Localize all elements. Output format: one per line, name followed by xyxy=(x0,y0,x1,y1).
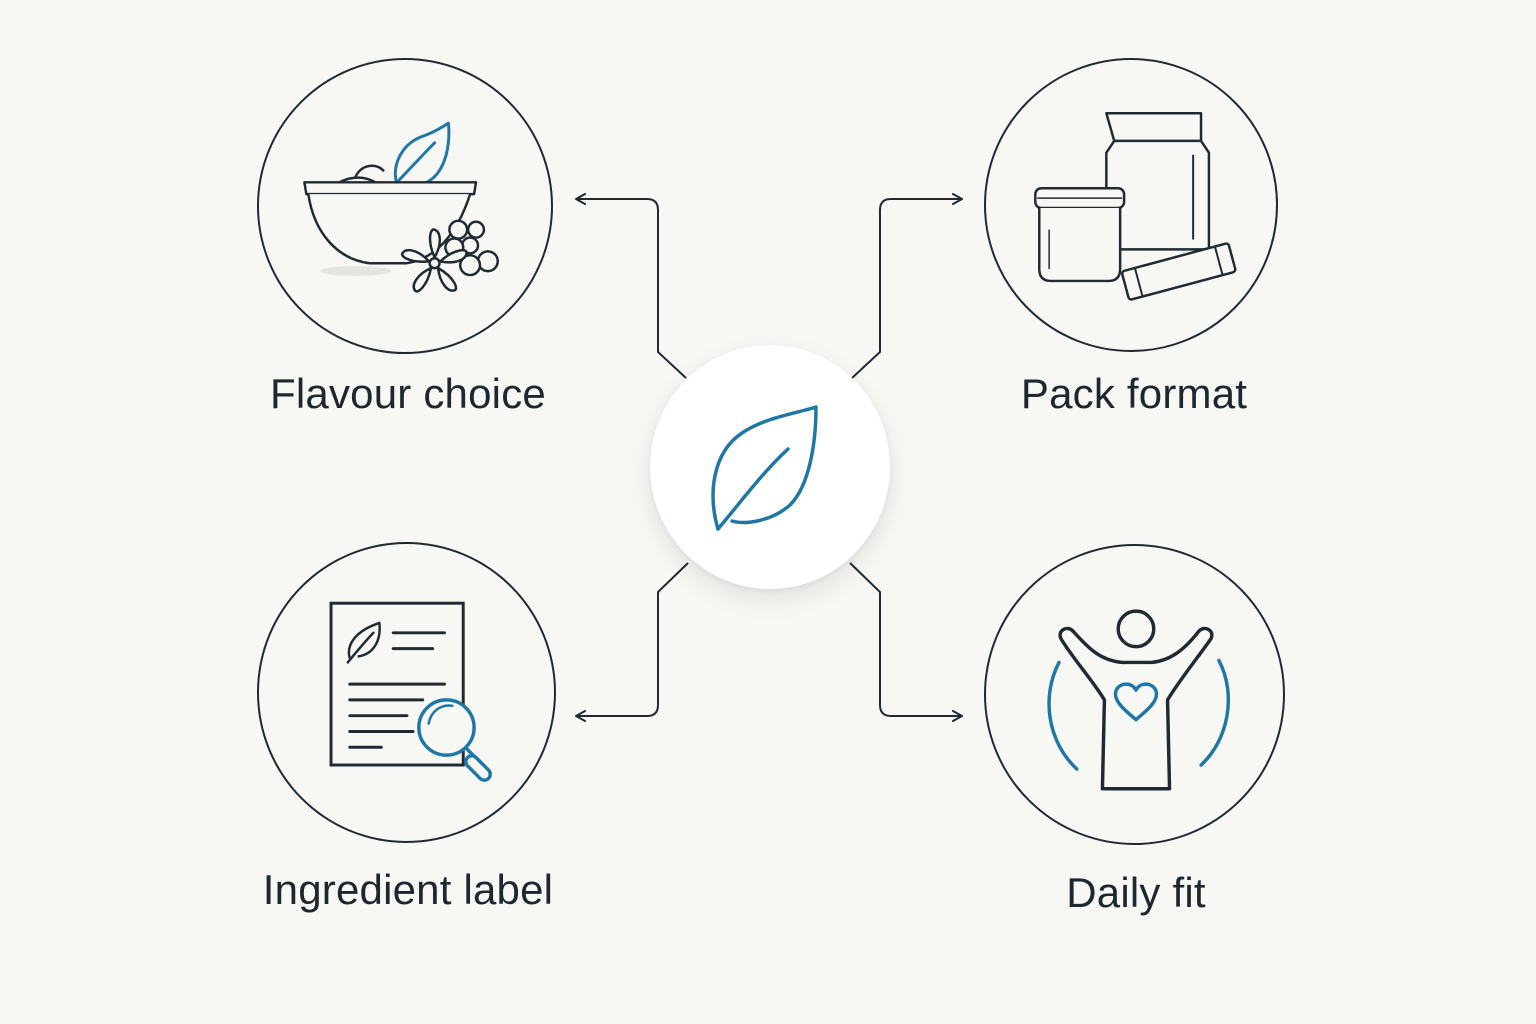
node-daily-fit xyxy=(984,544,1285,845)
leaf-icon xyxy=(711,405,818,531)
label-flavour-choice: Flavour choice xyxy=(270,370,546,417)
connector-to-ingredient xyxy=(575,562,689,722)
hub-circle xyxy=(650,345,890,589)
label-ingredient-label: Ingredient label xyxy=(262,866,554,913)
node-pack-format xyxy=(984,58,1278,352)
person-heart-icon xyxy=(1047,609,1231,791)
node-ingredient-label xyxy=(257,542,556,843)
packaging-icon xyxy=(1034,112,1237,301)
bowl-with-herbs-icon xyxy=(303,121,499,293)
connector-to-pack xyxy=(851,193,963,379)
label-magnifier-icon xyxy=(329,601,492,782)
label-daily-fit: Daily fit xyxy=(1066,869,1206,916)
node-flavour-choice xyxy=(257,58,553,354)
connector-to-daily xyxy=(849,562,963,722)
connector-to-flavour xyxy=(575,193,687,379)
label-pack-format: Pack format xyxy=(1020,370,1248,417)
